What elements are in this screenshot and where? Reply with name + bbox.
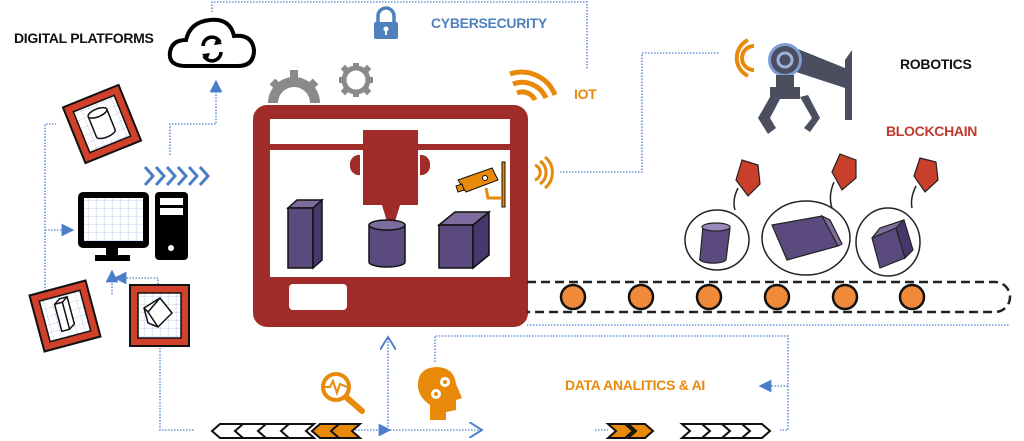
connectors [44,1,1010,431]
connector-ai-loop [434,335,789,431]
label-robotics: ROBOTICS [900,56,972,72]
computer-icon [78,192,188,261]
printer-screen [289,284,347,310]
gears-icon [268,63,373,103]
chevron-arrows-icon [605,423,772,439]
connector-iot-robot [560,52,720,173]
tagged-object [761,153,857,276]
3d-printer [253,105,528,327]
blockchain-items [684,153,939,277]
printed-objects [286,198,492,270]
tagged-object [684,159,761,271]
conveyor-belt [527,280,1012,314]
robot-arm-icon [734,38,852,134]
design-frame [28,279,102,353]
cloud-sync-icon [167,17,257,68]
label-data-analytics: DATA ANALITICS & AI [565,377,705,393]
wifi-icon [534,155,554,190]
magnifier-chart-icon [321,372,365,414]
tagged-object [855,157,939,277]
label-cybersecurity: CYBERSECURITY [431,15,547,31]
connector-left-computer [44,123,56,300]
chevron-arrows-icon [210,423,363,439]
head-gears-icon [417,367,462,420]
design-frame [61,83,143,165]
wifi-icon [509,69,558,102]
design-frame [129,284,190,347]
label-digital-platforms: DIGITAL PLATFORMS [14,30,154,46]
security-camera-icon [455,161,506,208]
connector-bottom-left [159,345,195,431]
chevron-arrows-icon [143,166,211,186]
label-blockchain: BLOCKCHAIN [886,123,978,139]
lock-icon [374,6,398,39]
connector-top [211,1,588,70]
label-iot: IOT [574,86,597,102]
connector-cloud-up [169,79,223,155]
